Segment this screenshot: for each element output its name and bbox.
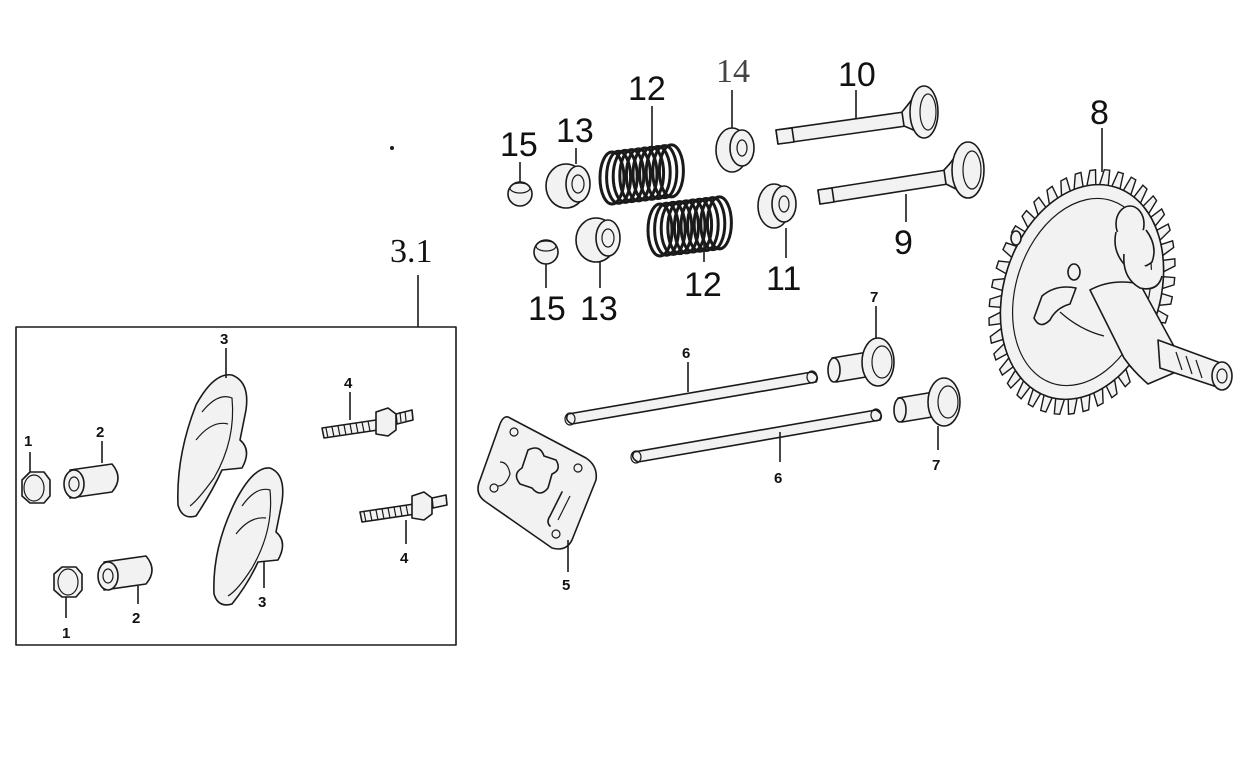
callout-1-upper: 1 [24,433,32,450]
spring-coil [598,150,626,206]
callout-11: 11 [766,260,801,298]
rocker-nut-lower: 1 [53,566,83,642]
spring-coil [653,201,681,257]
spring-coil [686,197,714,253]
valve-spring-lower: 12 [646,195,733,304]
spring-coil [631,146,659,202]
callout-3-upper: 3 [220,331,228,348]
camshaft-gear: 8 [988,94,1233,416]
gear-tooth [988,311,1002,326]
pushrod-lower: 6 [630,408,883,487]
spring-coil [611,148,639,204]
gear-tooth [988,294,1003,309]
callout-1-lower: 1 [62,625,70,642]
valve-tappet-upper: 7 [827,289,895,387]
callout-15-lower: 15 [528,290,566,328]
valve-spring-seat-14: 14 [715,53,755,173]
rocker-nut-upper: 1 [21,433,51,504]
gear-tooth [1053,397,1066,416]
spring-coil [666,200,694,256]
callout-15-upper: 15 [500,126,538,164]
callout-9: 9 [894,224,913,262]
rocker-stud-lower: 4 [359,491,448,567]
valve-spring-upper: 12 [598,70,685,206]
gear-tooth [1162,258,1176,273]
callout-4-lower: 4 [400,550,409,567]
rocker-pivot-lower: 2 [97,555,153,627]
callout-6-upper: 6 [682,345,690,362]
callout-8: 8 [1090,94,1109,132]
callout-2-lower: 2 [132,610,140,627]
callout-4-upper: 4 [344,375,353,392]
rocker-arm-lower: 3 [213,467,284,611]
callout-14: 14 [716,53,750,90]
gear-tooth [1086,169,1097,187]
spring-coil [651,144,679,200]
spring-retainer-upper: 13 [545,112,594,209]
spring-coil [624,147,652,203]
pushrod-guide-plate: 5 [477,416,598,594]
spring-coil [646,202,674,258]
callout-6-lower: 6 [774,470,782,487]
spring-coil [699,196,727,252]
callout-2-upper: 2 [96,424,104,441]
rocker-stud-upper: 4 [321,375,414,439]
spring-coil [679,198,707,254]
valve-collet-lower: 15 [528,239,566,328]
callout-5: 5 [562,577,570,594]
spring-coil [659,200,687,256]
rocker-pivot-upper: 2 [63,424,119,499]
rocker-arm-upper: 3 [177,331,248,518]
spring-coil [605,149,633,205]
callout-12-upper: 12 [628,70,666,108]
callout-7-upper: 7 [870,289,878,306]
valve-collet-upper: 15 [500,126,538,207]
spring-coil [692,196,720,252]
callout-13-upper: 13 [556,112,594,150]
valve-spring-seat-11: 11 [757,183,801,298]
callout-3-lower: 3 [258,594,266,611]
spring-coil [705,195,733,251]
spring-coil [644,144,672,200]
gear-tooth [1161,275,1176,290]
intake-valve-lower: 9 [817,141,985,262]
callout-3-1: 3.1 [390,233,433,270]
pushrod-upper: 6 [564,345,819,426]
spring-coil [618,148,646,204]
spring-retainer-lower: 13 [575,217,621,328]
spring-coil [672,199,700,255]
valve-tappet-lower: 7 [893,377,961,474]
spring-coil [657,143,685,199]
gear-tooth [1067,397,1078,415]
gear-tooth [1098,168,1111,187]
callout-10: 10 [838,56,876,94]
callout-7-lower: 7 [932,457,940,474]
scan-speck [390,146,394,150]
callout-12-lower: 12 [684,266,722,304]
callout-13-lower: 13 [580,290,618,328]
rocker-arm-subassembly-box: 3.1 [15,233,457,646]
exhaust-valve-upper: 10 [775,56,939,145]
